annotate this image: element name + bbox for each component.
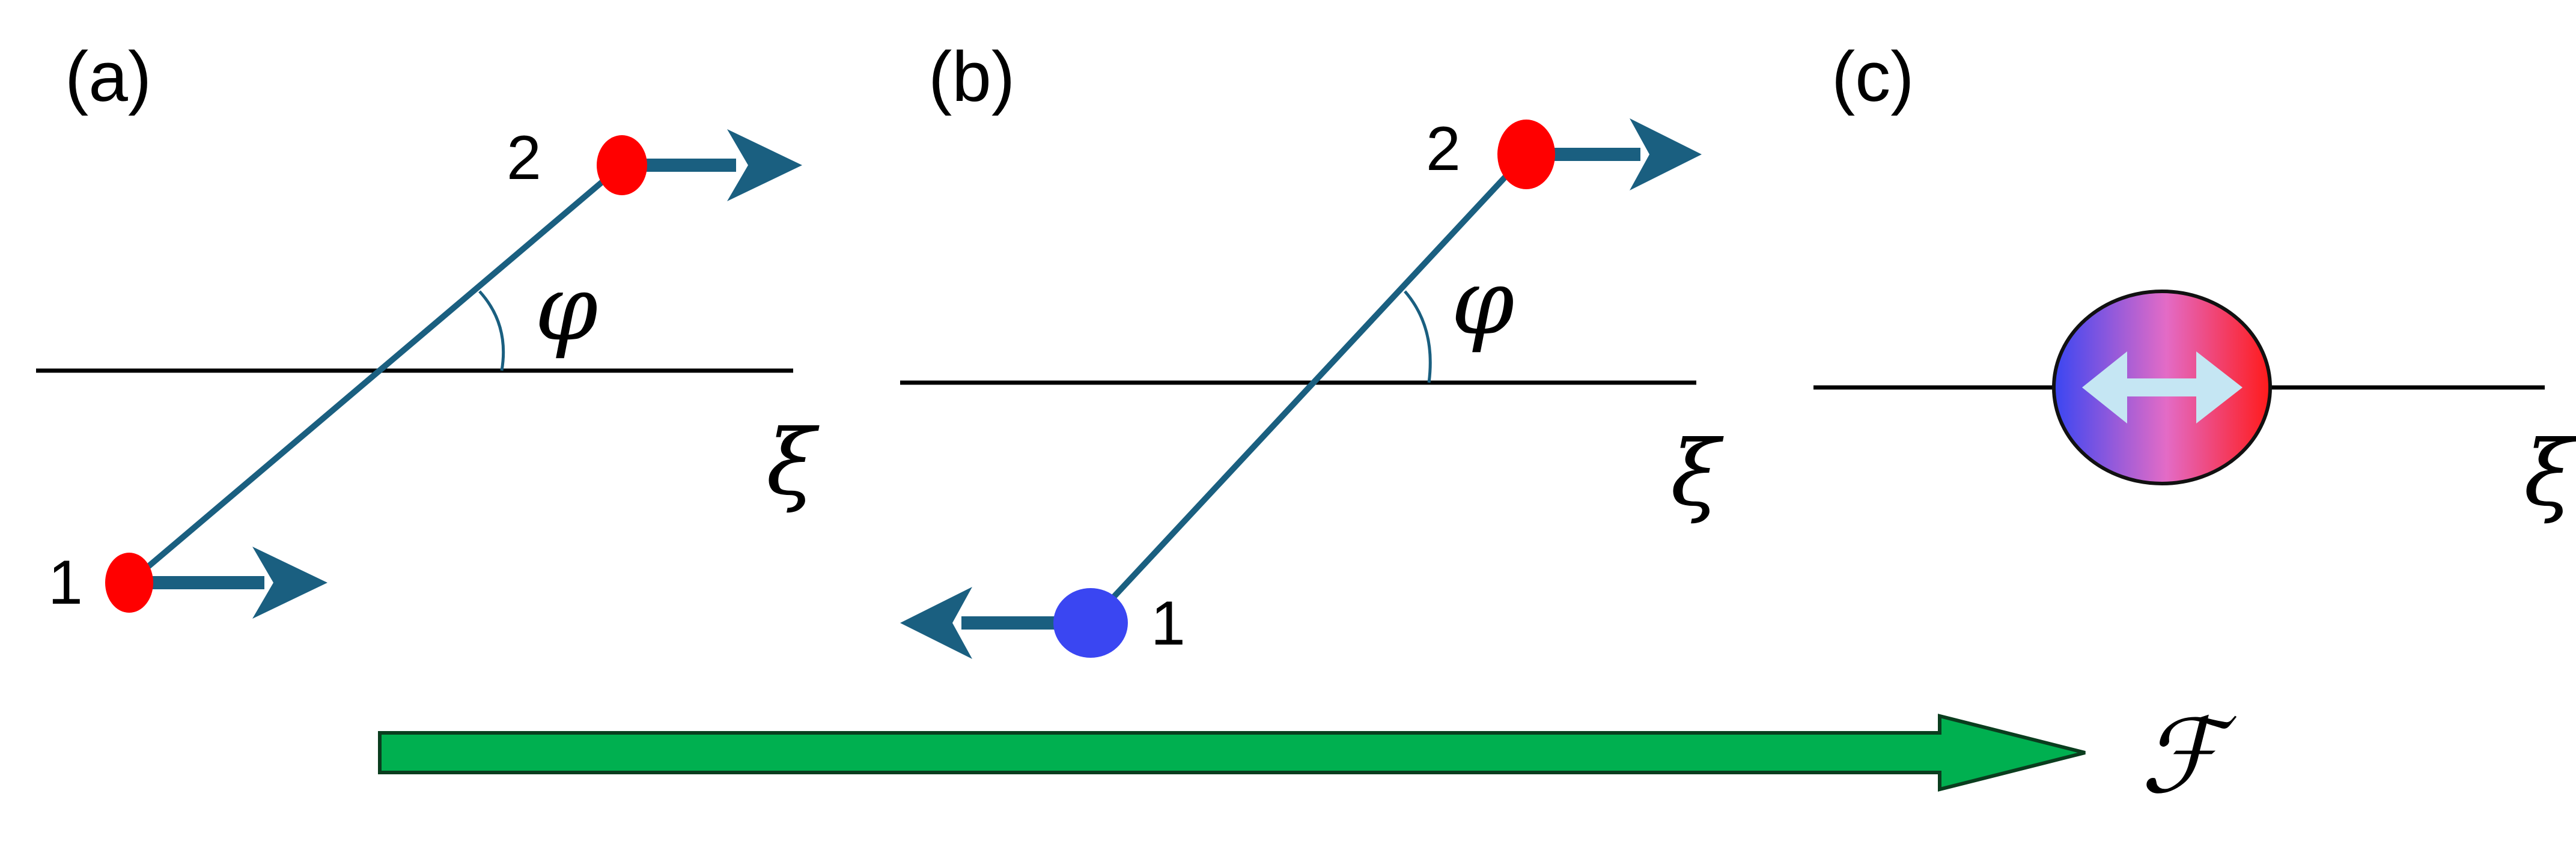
- panel-b-axis-symbol: ξ: [1670, 422, 1724, 526]
- force-symbol: ℱ: [2140, 697, 2237, 816]
- panel-b-particle-2-label: 2: [1426, 114, 1461, 184]
- force-arrow-group: ℱ: [378, 697, 2237, 816]
- panel-a-label: (a): [65, 37, 151, 117]
- panel-b-particle-1: [1053, 588, 1128, 658]
- panel-b-p1-arrow-head: [900, 587, 972, 659]
- panel-a-particle-2: [597, 135, 647, 195]
- panel-a-angle-symbol: φ: [535, 256, 598, 361]
- panel-a: (a) φ ξ 1 2: [36, 37, 820, 619]
- panel-b-particle-2: [1497, 120, 1555, 189]
- panel-b-angle-arc: [1404, 290, 1432, 383]
- panel-b: (b) φ ξ 1 2: [900, 37, 1724, 659]
- force-arrow: [378, 714, 2086, 792]
- panel-b-particle-1-label: 1: [1151, 589, 1186, 658]
- panel-a-axis-symbol: ξ: [766, 411, 820, 515]
- panel-a-particle-1: [105, 553, 153, 613]
- panel-c-label: (c): [1832, 37, 1914, 117]
- panel-a-particle-2-label: 2: [507, 123, 541, 193]
- panel-c: (c) ξ: [1813, 37, 2576, 526]
- panel-a-p2-arrow-head: [727, 129, 802, 201]
- panel-a-p1-arrow-head: [252, 547, 327, 619]
- panel-c-axis-symbol: ξ: [2524, 422, 2576, 526]
- panel-b-label: (b): [928, 37, 1015, 117]
- panel-a-angle-arc: [478, 290, 505, 371]
- panel-a-rod: [127, 163, 624, 585]
- panel-b-rod: [1088, 152, 1529, 624]
- panel-c-double-arrow: [2082, 351, 2243, 423]
- panel-b-angle-symbol: φ: [1451, 250, 1514, 355]
- panel-b-p2-arrow-head: [1630, 118, 1702, 190]
- panel-a-particle-1-label: 1: [48, 548, 83, 618]
